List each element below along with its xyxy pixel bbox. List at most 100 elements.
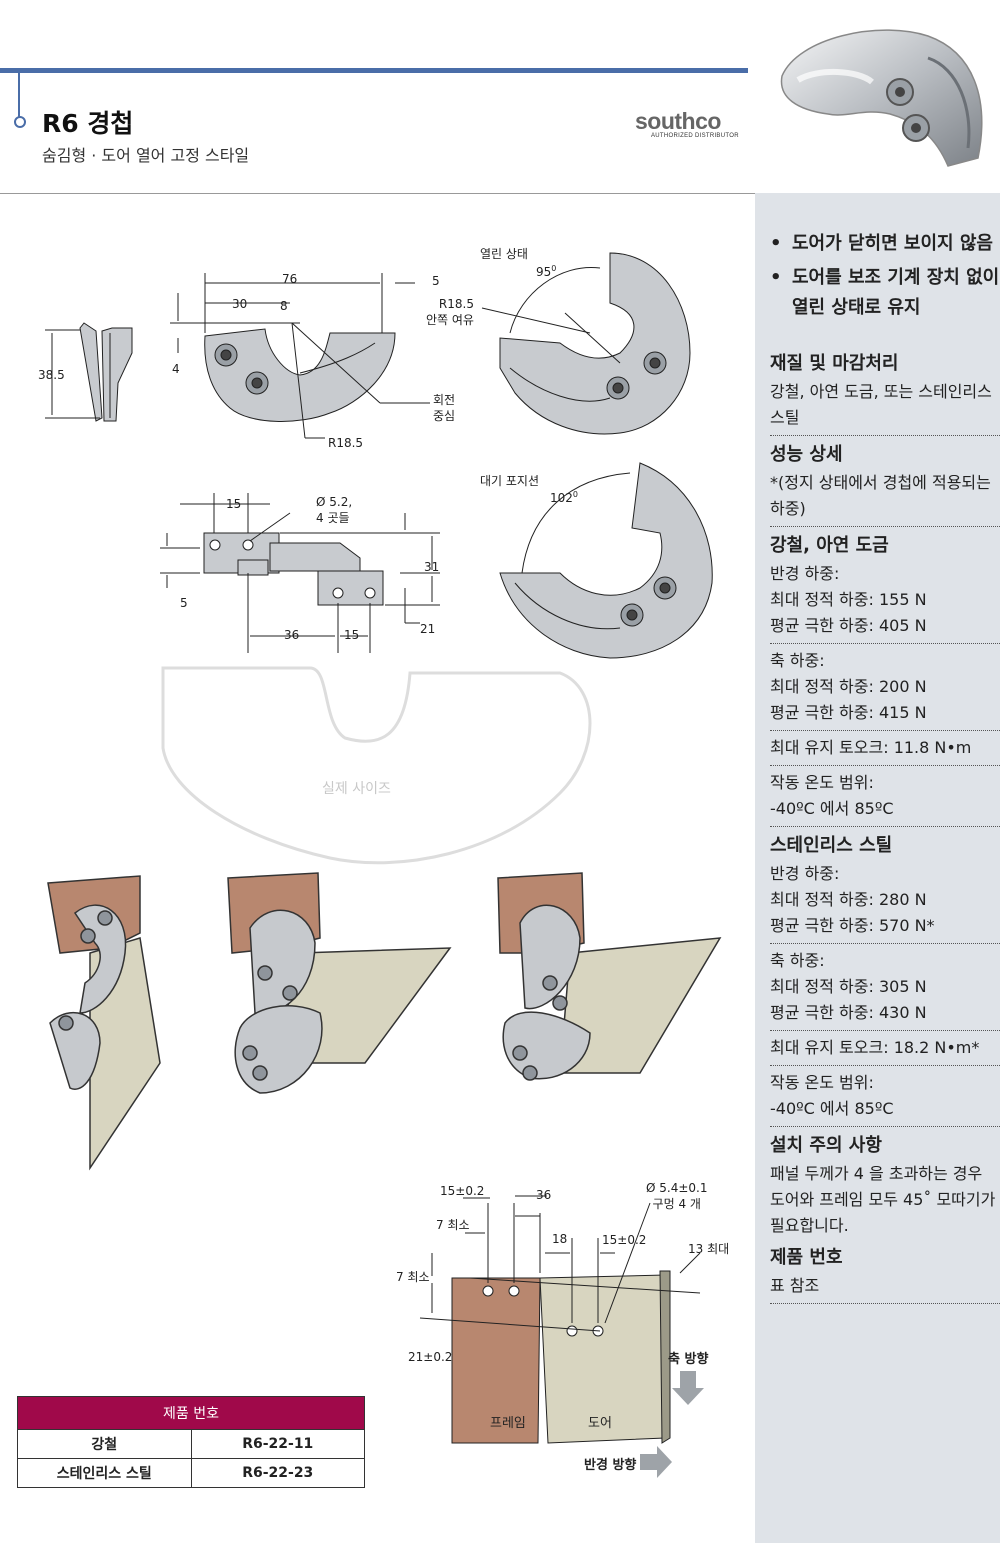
material-cell: 강철 [17,1429,192,1459]
dim-76: 76 [282,272,298,286]
clearance-line1: R18.5 [438,297,474,311]
dim-5-plan: 5 [180,596,188,610]
install-text: 패널 두께가 4 을 초과하는 경우 도어와 프레임 모두 45˚ 모따기가 필… [770,1164,996,1235]
dim-r18-5: R18.5 [328,436,364,450]
divider [770,435,1000,436]
dim-15-plan: 15 [226,497,242,511]
mount-min7-a: 7 최소 [436,1218,470,1232]
axial-direction-label: 축 방향 [668,1352,709,1367]
open-angle: 950 [536,264,557,279]
ss-axial-ultimate: 평균 극한 하중: 430 N [770,1003,927,1022]
material-text: 강철, 아연 도금, 또는 스테인리스 스틸 [770,382,992,427]
dim-36-plan: 36 [284,628,300,642]
rotation-center-line1: 회전 [433,393,456,407]
ss-temp-label: 작동 온도 범위: [770,1073,874,1092]
dim-15-plan-b: 15 [344,628,360,642]
divider [770,765,1000,766]
page-subtitle: 숨김형 · 도어 열어 고정 스타일 [42,146,250,165]
header-divider [0,193,755,194]
brand-logo: southco AUTHORIZED DISTRIBUTOR [635,108,747,148]
hole-label: Ø 5.2, 4 곳들 [316,494,352,526]
page-title: R6 경첩 [42,109,134,138]
steel-heading: 강철, 아연 도금 [770,535,889,556]
dim-30: 30 [232,297,248,311]
table-row: 강철 R6-22-11 [17,1429,365,1459]
spec-sidebar: 도어가 닫히면 보이지 않음 도어를 보조 기계 장치 없이 열린 상태로 유지… [755,193,1000,1543]
mount-hole-line2: 구멍 4 개 [652,1197,701,1211]
part-number-text: 표 참조 [770,1276,820,1295]
mount-dim-18: 18 [552,1232,568,1246]
ss-axial-label: 축 하중: [770,951,825,970]
standby-angle-value: 102 [550,491,573,505]
steel-radial-static: 최대 정적 하중: 155 N [770,590,927,609]
brand-tagline: AUTHORIZED DISTRIBUTOR [651,133,739,139]
product-photo [780,29,983,167]
mount-min7-b: 7 최소 [396,1270,430,1284]
steel-torque: 최대 유지 토오크: 11.8 N•m [770,738,972,757]
steel-axial-ultimate: 평균 극한 하중: 415 N [770,703,927,722]
ss-radial-static: 최대 정적 하중: 280 N [770,890,927,909]
divider [770,826,1000,827]
ss-radial-label: 반경 하중: [770,864,840,883]
ss-temp-range: -40ºC 에서 85ºC [770,1099,894,1118]
standby-angle: 1020 [550,490,578,505]
mount-dim-36: 36 [536,1188,552,1202]
ss-radial-ultimate: 평균 극한 하중: 570 N* [770,916,935,935]
frame-label: 프레임 [490,1416,526,1431]
dim-4: 4 [172,362,180,376]
open-angle-value: 95 [536,265,552,279]
divider [770,1126,1000,1127]
mount-dim-21: 21±0.2 [408,1350,453,1364]
hole-line1: Ø 5.2, [316,495,353,509]
part-number-cell: R6-22-11 [190,1429,365,1459]
feature-bullet: 도어가 닫히면 보이지 않음 [770,229,1000,259]
radial-direction-label: 반경 방향 [584,1458,637,1473]
dim-38-5: 38.5 [38,368,65,382]
material-cell: 스테인리스 스틸 [17,1458,192,1488]
brand-name: southco [635,108,721,134]
ss-torque: 최대 유지 토오크: 18.2 N•m* [770,1038,980,1057]
ss-axial-static: 최대 정적 하중: 305 N [770,977,927,996]
axial-arrow-icon [672,1371,704,1405]
clearance-label: R18.5 안쪽 여유 [426,296,474,328]
part-number-cell: R6-22-23 [190,1458,365,1488]
dim-21-plan: 21 [420,622,436,636]
stainless-heading: 스테인리스 스틸 [770,835,893,856]
dim-8: 8 [280,299,288,313]
divider [770,1303,1000,1304]
table-row: 스테인리스 스틸 R6-22-23 [17,1458,365,1488]
divider [770,526,1000,527]
actual-size-label: 실제 사이즈 [322,781,391,797]
performance-heading: 성능 상세 [770,444,843,465]
door-label: 도어 [588,1416,612,1431]
feature-bullet: 도어를 보조 기계 장치 없이 열린 상태로 유지 [770,263,1000,323]
dim-5-top: 5 [432,274,440,288]
steel-radial-ultimate: 평균 극한 하중: 405 N [770,616,927,635]
material-heading: 재질 및 마감처리 [770,353,899,374]
header-rule [0,68,748,73]
rotation-center-label: 회전 중심 [433,392,455,424]
mount-max13: 13 최대 [688,1242,730,1256]
mount-dim-15b: 15±0.2 [602,1233,647,1247]
radial-arrow-icon [640,1446,672,1478]
install-heading: 설치 주의 사항 [770,1135,882,1156]
hole-line2: 4 곳들 [316,511,350,525]
steel-temp-label: 작동 온도 범위: [770,773,874,792]
clearance-line2: 안쪽 여유 [426,313,474,327]
divider [770,643,1000,644]
rotation-center-line2: 중심 [433,409,456,423]
open-state-label: 열린 상태 [480,247,528,261]
header-accent-dot [14,116,26,128]
steel-axial-label: 축 하중: [770,651,825,670]
divider [770,730,1000,731]
steel-temp-range: -40ºC 에서 85ºC [770,799,894,818]
steel-radial-label: 반경 하중: [770,564,840,583]
performance-note: *(정지 상태에서 경첩에 적용되는 하중) [770,473,991,518]
mount-dim-15: 15±0.2 [440,1184,485,1198]
header-accent-line [18,68,20,118]
mount-hole-label: Ø 5.4±0.1 구멍 4 개 [646,1180,707,1212]
divider [770,1065,1000,1066]
mount-hole-line1: Ø 5.4±0.1 [646,1181,708,1195]
divider [770,1030,1000,1031]
part-table-header: 제품 번호 [17,1396,365,1430]
